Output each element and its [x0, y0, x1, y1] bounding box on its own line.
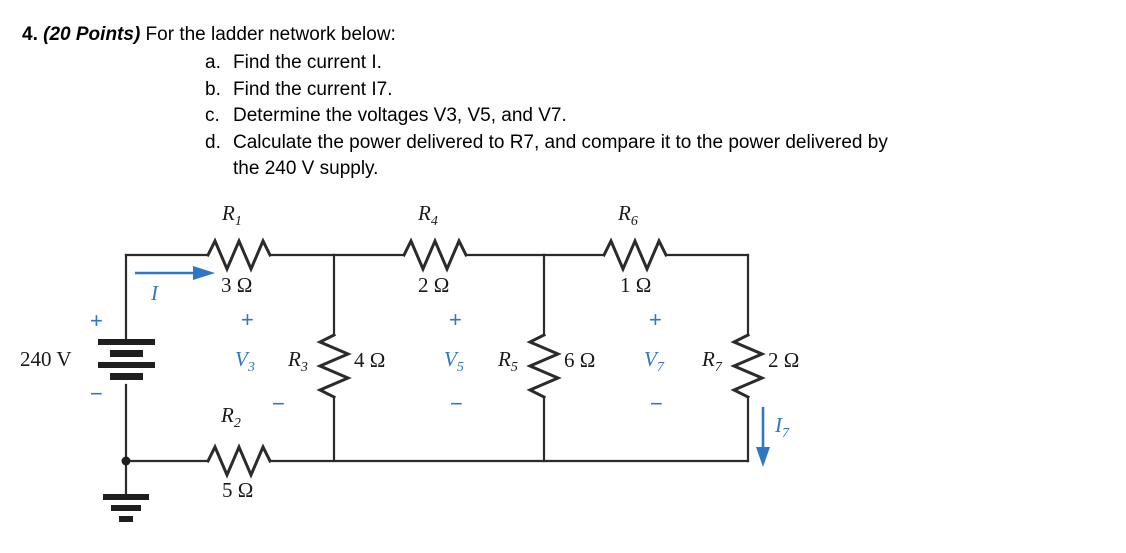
value-r1: 3 Ω: [221, 273, 253, 297]
resistor-r6-symbol: [601, 237, 669, 273]
polarity-v5-plus: +: [449, 307, 462, 332]
value-r2: 5 Ω: [222, 478, 254, 502]
item-letter: a.: [205, 52, 221, 73]
value-r4: 2 Ω: [418, 273, 450, 297]
battery-symbol: [98, 339, 155, 380]
label-r6: R6: [618, 201, 638, 230]
question-number: 4.: [22, 24, 38, 45]
item-text: Calculate the power delivered to R7, and…: [233, 131, 888, 153]
value-r3: 4 Ω: [354, 348, 386, 372]
value-r7: 2 Ω: [768, 348, 800, 372]
question-stem-text: For the ladder network below:: [145, 24, 396, 45]
current-i7-arrow: [756, 407, 770, 467]
item-letter: c.: [205, 105, 220, 126]
question-points: (20 Points): [43, 24, 141, 45]
list-item: b. Find the current I7.: [205, 77, 888, 104]
label-r4: R4: [418, 201, 438, 230]
resistor-r5-symbol: [526, 332, 562, 400]
list-item: c. Determine the voltages V3, V5, and V7.: [205, 103, 888, 130]
polarity-v3-plus: +: [241, 307, 254, 332]
label-r7: R7: [702, 347, 722, 376]
label-current-i: I: [151, 281, 158, 305]
resistor-r3-symbol: [316, 332, 352, 400]
question-stem: 4. (20 Points) For the ladder network be…: [22, 22, 396, 48]
list-item: d. Calculate the power delivered to R7, a…: [205, 130, 888, 183]
item-text: Find the current I.: [233, 52, 382, 73]
resistor-r1-symbol: [205, 237, 273, 273]
polarity-v5-minus: −: [450, 391, 463, 416]
label-current-i7: I7: [775, 413, 789, 442]
source-label: 240 V: [20, 347, 72, 371]
label-v7: V7: [644, 347, 664, 376]
label-r3: R3: [288, 347, 308, 376]
battery-plate-long-2: [98, 362, 155, 368]
label-v5: V5: [444, 347, 464, 376]
item-text: Determine the voltages V3, V5, and V7.: [233, 105, 567, 126]
item-text-line2: the 240 V supply.: [233, 158, 379, 179]
question-subitems: a. Find the current I. b. Find the current…: [205, 50, 888, 183]
current-i-arrow: [135, 266, 215, 280]
item-text: Find the current I7.: [233, 78, 393, 100]
battery-plate-short-2: [110, 373, 143, 380]
battery-plate-short-1: [110, 350, 143, 357]
circuit-svg: [98, 237, 770, 522]
value-r6: 1 Ω: [620, 273, 652, 297]
battery-plate-long-1: [98, 339, 155, 345]
resistor-r7-symbol: [730, 332, 766, 400]
label-r5: R5: [498, 347, 518, 376]
list-item: a. Find the current I.: [205, 50, 888, 77]
node-dot: [121, 456, 131, 466]
item-letter: b.: [205, 78, 221, 100]
ground-icon: [103, 494, 149, 522]
label-v3: V3: [235, 347, 255, 376]
circuit-diagram: R1 3 Ω R4 2 Ω R6 1 Ω R2 5 Ω R3 4 Ω R5 6 …: [0, 195, 1126, 553]
value-r5: 6 Ω: [564, 348, 596, 372]
label-r1: R1: [222, 201, 242, 230]
polarity-v3-minus: −: [272, 391, 285, 416]
source-plus: +: [90, 308, 103, 333]
item-letter: d.: [205, 131, 221, 153]
polarity-v7-minus: −: [650, 391, 663, 416]
label-r2: R2: [221, 403, 241, 432]
resistor-r4-symbol: [401, 237, 469, 273]
polarity-v7-plus: +: [649, 307, 662, 332]
source-minus: −: [90, 381, 103, 406]
resistor-r2-symbol: [205, 443, 273, 479]
